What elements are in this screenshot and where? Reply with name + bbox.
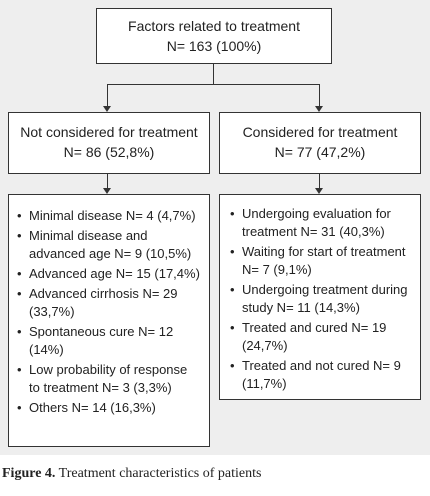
list-item: Undergoing treatment during study N= 11 …: [228, 281, 412, 317]
flowchart-panel: Factors related to treatment N= 163 (100…: [0, 0, 430, 455]
left-count: N= 86 (52,8%): [63, 144, 155, 160]
list-item: Others N= 14 (16,3%): [15, 399, 201, 417]
list-item: Low probability of response to treatment…: [15, 361, 201, 397]
right-header-box: Considered for treatment N= 77 (47,2%): [219, 112, 421, 174]
connector-horizontal: [107, 84, 320, 85]
list-item: Minimal disease and advanced age N= 9 (1…: [15, 227, 201, 263]
left-title: Not considered for treatment: [20, 124, 198, 140]
list-item: Treated and not cured N= 9 (11,7%): [228, 357, 412, 393]
right-count: N= 77 (47,2%): [274, 144, 366, 160]
left-list-box: Minimal disease N= 4 (4,7%) Minimal dise…: [8, 194, 210, 447]
list-item: Advanced age N= 15 (17,4%): [15, 265, 201, 283]
caption-label: Figure 4.: [2, 466, 56, 481]
caption-text: Treatment characteristics of patients: [58, 466, 262, 481]
arrow-right-lower-icon: [315, 188, 323, 194]
top-count: N= 163 (100%): [166, 38, 262, 54]
connector-top-vertical: [213, 64, 214, 84]
list-item: Advanced cirrhosis N= 29 (33,7%): [15, 285, 201, 321]
connector-right-vertical: [319, 84, 320, 106]
top-box: Factors related to treatment N= 163 (100…: [96, 8, 332, 64]
list-item: Spontaneous cure N= 12 (14%): [15, 323, 201, 359]
left-header-box: Not considered for treatment N= 86 (52,8…: [8, 112, 210, 174]
figure-caption: Figure 4. Treatment characteristics of p…: [2, 466, 261, 482]
right-items-list: Undergoing evaluation for treatment N= 3…: [228, 205, 412, 393]
list-item: Undergoing evaluation for treatment N= 3…: [228, 205, 412, 241]
right-list-box: Undergoing evaluation for treatment N= 3…: [219, 194, 421, 400]
arrow-right-icon: [315, 106, 323, 112]
connector-left-vertical: [107, 84, 108, 106]
top-title: Factors related to treatment: [128, 18, 300, 34]
connector-left-lower: [107, 174, 108, 188]
arrow-left-lower-icon: [103, 188, 111, 194]
arrow-left-icon: [103, 106, 111, 112]
list-item: Waiting for start of treatment N= 7 (9,1…: [228, 243, 412, 279]
right-title: Considered for treatment: [242, 124, 398, 140]
list-item: Minimal disease N= 4 (4,7%): [15, 207, 201, 225]
list-item: Treated and cured N= 19 (24,7%): [228, 319, 412, 355]
connector-right-lower: [319, 174, 320, 188]
left-items-list: Minimal disease N= 4 (4,7%) Minimal dise…: [15, 207, 201, 417]
